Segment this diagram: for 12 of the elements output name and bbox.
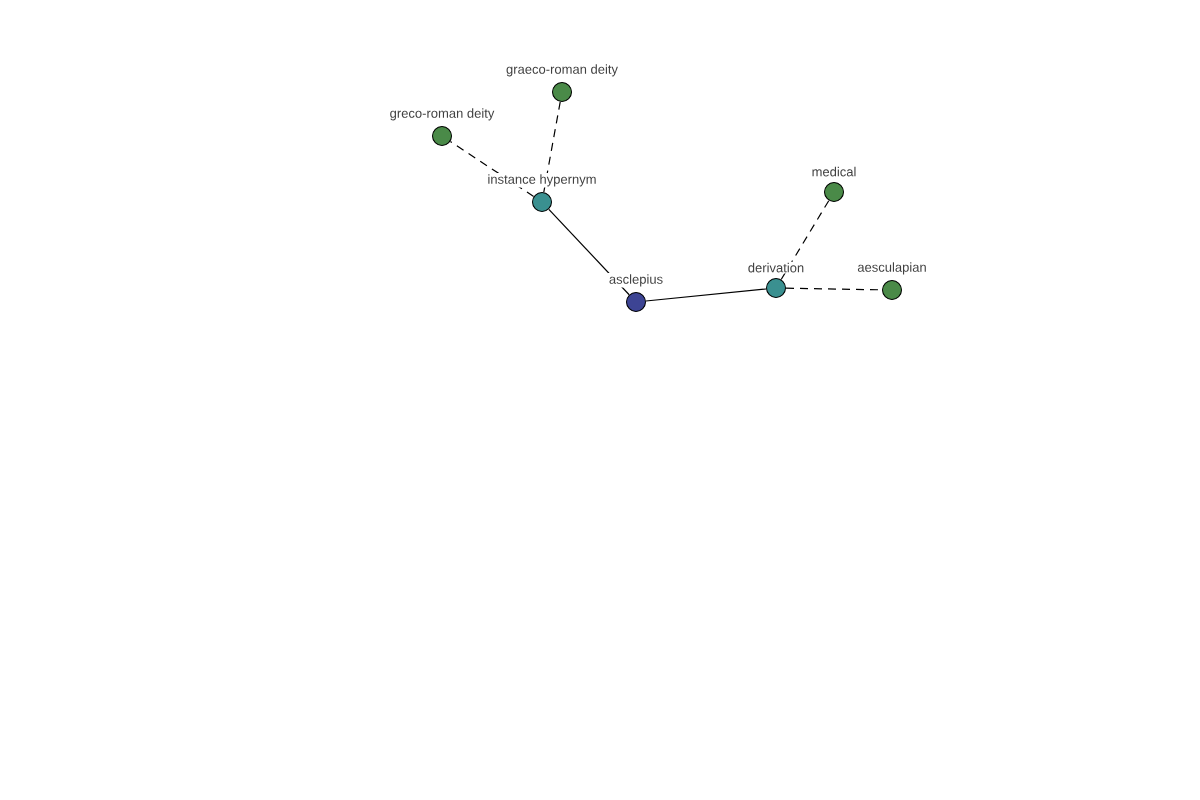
graph-node	[882, 280, 902, 300]
graph-node	[766, 278, 786, 298]
graph-node	[552, 82, 572, 102]
connector-line	[645, 288, 767, 302]
connector-line	[785, 287, 883, 291]
connector-line	[780, 199, 830, 281]
graph-node	[432, 126, 452, 146]
graph-node	[824, 182, 844, 202]
connector-line	[543, 101, 561, 193]
connector-line	[449, 140, 535, 198]
graph-node	[532, 192, 552, 212]
graph-node	[626, 292, 646, 312]
